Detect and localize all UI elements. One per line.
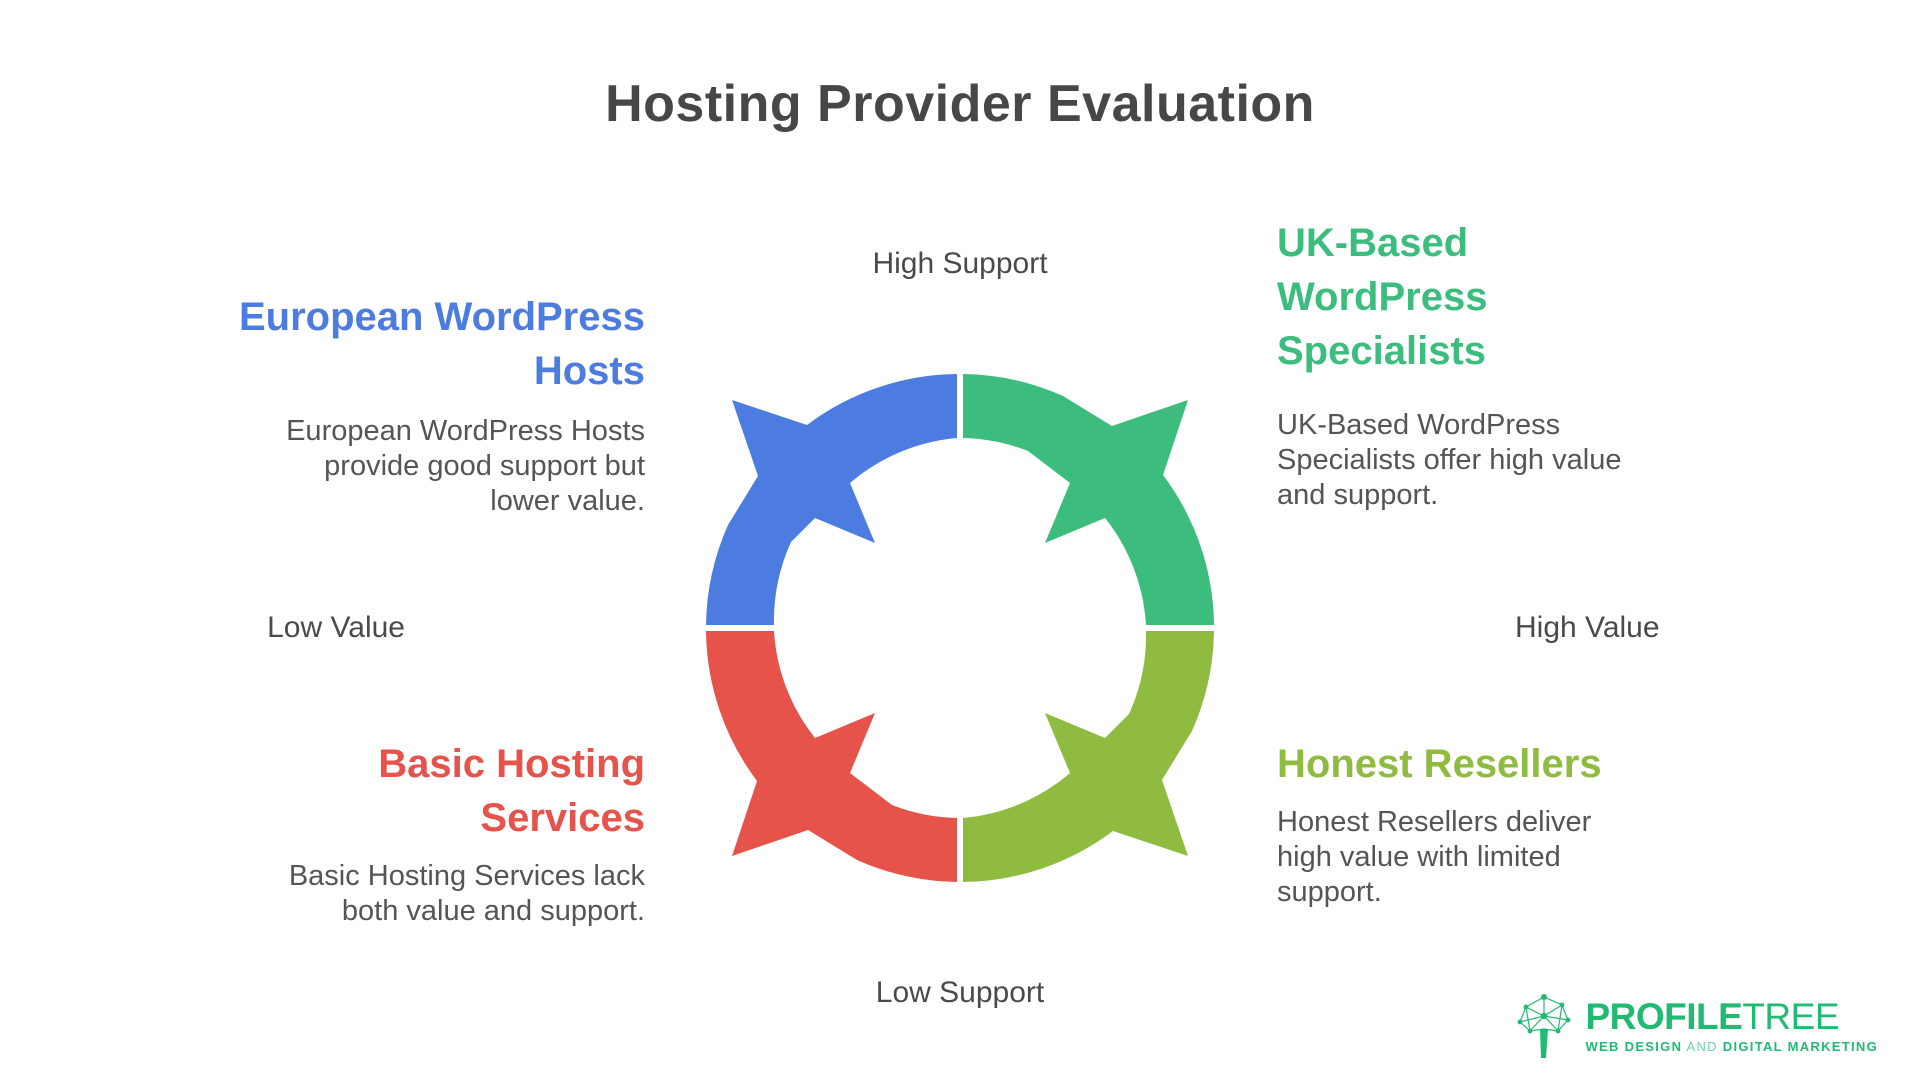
section-heading: Honest Resellers	[1277, 737, 1737, 791]
heading-line: WordPress	[1277, 275, 1488, 319]
section-heading: Basic Hosting Services	[105, 737, 645, 845]
cycle-arrow-bottom-left	[706, 631, 957, 882]
heading-line: UK-Based	[1277, 221, 1469, 265]
section-body: European WordPress Hosts provide good su…	[105, 414, 645, 519]
body-line: European WordPress Hosts	[286, 415, 645, 447]
section-heading: UK-Based WordPress Specialists	[1277, 216, 1737, 378]
section-body: Basic Hosting Services lack both value a…	[105, 859, 645, 929]
body-line: Honest Resellers deliver	[1277, 806, 1592, 838]
section-honest-resellers: Honest Resellers Honest Resellers delive…	[1277, 737, 1737, 910]
body-line: UK-Based WordPress	[1277, 409, 1561, 441]
body-line: Specialists offer high value	[1277, 444, 1622, 476]
profiletree-tagline: WEB DESIGN AND DIGITAL MARKETING	[1585, 1038, 1878, 1054]
axis-label-high-support: High Support	[872, 247, 1048, 280]
profiletree-tree-icon	[1518, 994, 1571, 1058]
heading-line: Specialists	[1277, 329, 1487, 373]
body-line: Basic Hosting Services lack	[288, 860, 645, 892]
page-title: Hosting Provider Evaluation	[605, 75, 1315, 133]
profiletree-brand: PROFILETREE	[1585, 995, 1878, 1037]
cycle-arrow-top-left	[706, 374, 957, 625]
section-body: UK-Based WordPress Specialists offer hig…	[1277, 408, 1737, 513]
section-european-wordpress-hosts: European WordPress Hosts European WordPr…	[105, 290, 645, 519]
section-body: Honest Resellers deliver high value with…	[1277, 805, 1737, 910]
heading-line: Hosts	[533, 349, 645, 393]
section-basic-hosting-services: Basic Hosting Services Basic Hosting Ser…	[105, 737, 645, 929]
body-line: support.	[1277, 876, 1382, 908]
profiletree-logo: PROFILETREE WEB DESIGN AND DIGITAL MARKE…	[1513, 990, 1878, 1060]
profiletree-logo-text: PROFILETREE WEB DESIGN AND DIGITAL MARKE…	[1585, 995, 1878, 1054]
axis-label-high-value: High Value	[1515, 611, 1660, 644]
body-line: and support.	[1277, 479, 1439, 511]
body-line: high value with limited	[1277, 841, 1561, 873]
heading-line: European WordPress	[238, 295, 645, 339]
brand-tree: TREE	[1742, 995, 1840, 1037]
body-line: both value and support.	[341, 895, 645, 927]
cycle-arrow-top-right	[963, 374, 1214, 625]
axis-label-low-support: Low Support	[875, 976, 1045, 1009]
cycle-arrow-bottom-right	[963, 631, 1214, 882]
body-line: lower value.	[490, 485, 645, 517]
heading-line: Basic Hosting	[378, 742, 645, 786]
heading-line: Honest Resellers	[1277, 742, 1602, 786]
brand-profile: PROFILE	[1585, 995, 1743, 1037]
body-line: provide good support but	[324, 450, 645, 482]
section-uk-based-wordpress-specialists: UK-Based WordPress Specialists UK-Based …	[1277, 216, 1737, 513]
heading-line: Services	[480, 796, 645, 840]
axis-label-low-value: Low Value	[267, 611, 405, 644]
section-heading: European WordPress Hosts	[105, 290, 645, 398]
